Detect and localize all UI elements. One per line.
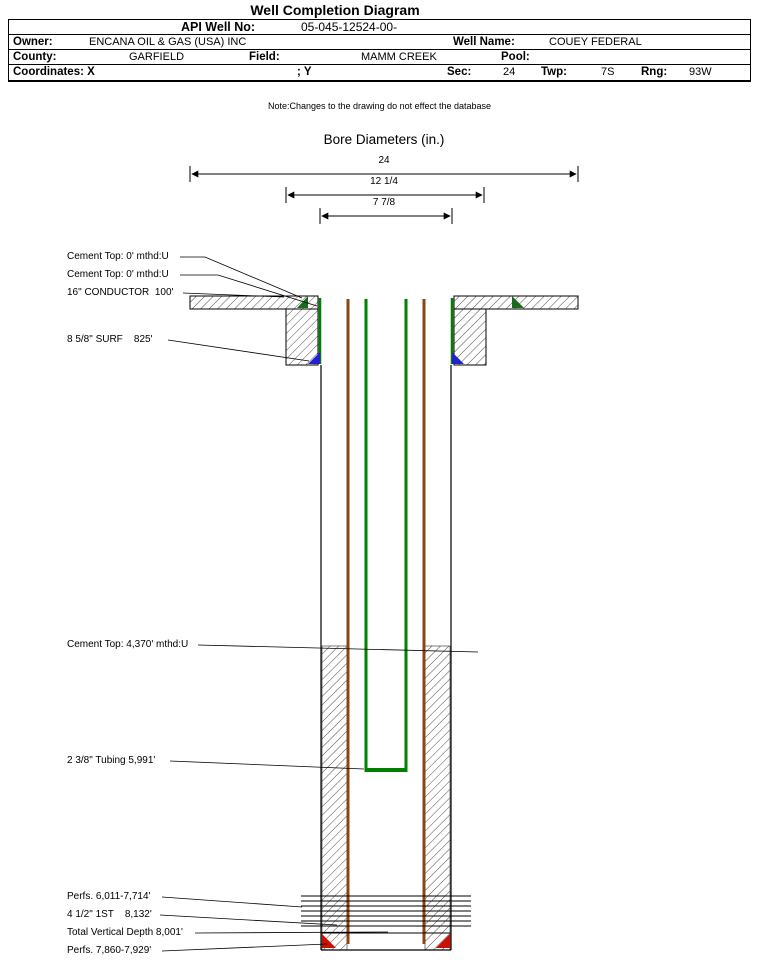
owner-row: Owner: ENCANA OIL & GAS (USA) INC Well N… [9,35,750,50]
annotation-perfs-lower: Perfs. 7,860-7,929' [67,945,152,956]
twp-label: Twp: [541,66,567,78]
database-note: Note:Changes to the drawing do not effec… [268,101,491,111]
cement-column-left [321,645,348,951]
perf-marker-right [436,934,450,948]
api-label: API Well No: [181,20,256,34]
annotation-perfs-upper: Perfs. 6,011-7,714' [67,891,151,902]
owner-value: ENCANA OIL & GAS (USA) INC [89,36,247,48]
rng-label: Rng: [641,66,668,78]
casing-shoe-marker-left [308,352,320,364]
pool-label: Pool: [501,51,530,63]
annotation-cement-top-0-second: Cement Top: 0' mthd:U [67,269,169,280]
api-value: 05-045-12524-00- [301,20,398,34]
twp-value: 7S [601,66,615,78]
county-value: GARFIELD [129,51,185,63]
rng-value: 93W [689,66,712,78]
well-structure [189,295,579,951]
annotation-cement-top-0-first: Cement Top: 0' mthd:U [67,251,169,262]
sec-value: 24 [503,66,516,78]
dim-label-7-7-8: 7 7/8 [372,197,396,208]
coordinates-y-label: ; Y [297,66,312,78]
cement-top-marker-left [297,296,308,308]
coordinates-row: Coordinates: X ; Y Sec: 24 Twp: 7S Rng: … [9,65,750,80]
annotation-first-casing: 4 1/2" 1ST 8,132' [67,909,152,920]
cement-column-right [424,645,451,951]
coordinates-label: Coordinates: X [13,66,95,78]
api-row: API Well No: 05-045-12524-00- [9,20,750,35]
sec-label: Sec: [447,66,472,78]
dim-label-24: 24 [378,155,390,166]
well-info-table: API Well No: 05-045-12524-00- Owner: ENC… [8,19,751,82]
perforation-lines [301,895,471,927]
annotation-tubing: 2 3/8" Tubing 5,991' [67,755,156,766]
annotation-surface-casing: 8 5/8" SURF 825' [67,334,153,345]
annotation-conductor: 16" CONDUCTOR 100' [67,287,174,298]
county-row: County: GARFIELD Field: MAMM CREEK Pool: [9,50,750,65]
casing-shoe-marker-right [452,352,464,364]
owner-label: Owner: [13,36,53,48]
county-label: County: [13,51,57,63]
bore-dimension-lines [189,166,579,224]
field-value: MAMM CREEK [361,51,437,63]
bore-diameters-title: Bore Diameters (in.) [323,132,445,147]
perf-marker-left [322,934,336,948]
dim-label-12-1-4: 12 1/4 [370,176,398,187]
annotation-cement-top-4370: Cement Top: 4,370' mthd:U [67,639,189,650]
conductor-casing-right [453,308,487,366]
annotation-total-vertical-depth: Total Vertical Depth 8,001' [67,927,183,938]
page-title: Well Completion Diagram [250,2,420,18]
well-name-value: COUEY FEDERAL [549,36,642,48]
field-label: Field: [249,51,280,63]
annotation-leader-lines [159,256,479,952]
well-name-label: Well Name: [453,36,515,48]
conductor-casing-left [285,308,319,366]
cement-top-marker-right [512,296,524,308]
